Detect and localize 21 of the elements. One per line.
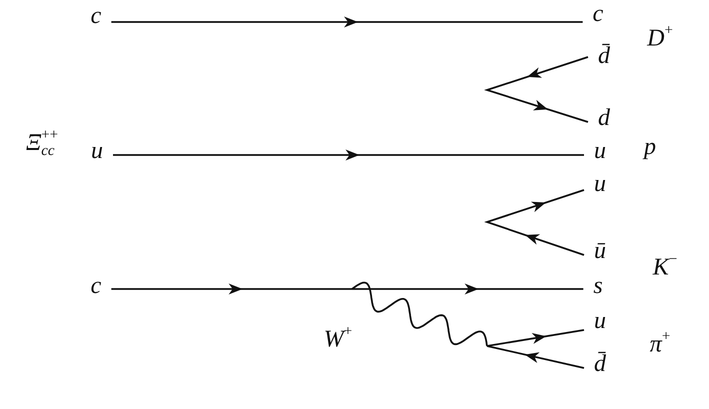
wavy-line	[351, 282, 488, 346]
quark-label: d̄	[598, 44, 610, 68]
quark-label: c	[592, 2, 604, 26]
quark-label: u	[91, 139, 103, 163]
quark-line	[484, 56, 588, 123]
particle-label: p	[644, 135, 656, 159]
quark-label: d̄	[594, 352, 606, 376]
quark-label: ū	[594, 239, 606, 263]
quark-label: u	[594, 139, 606, 163]
quark-line	[113, 150, 584, 160]
quark-label: s	[593, 274, 603, 298]
quark-line	[484, 189, 584, 256]
quark-label: u	[594, 172, 606, 196]
particle-label: D$^{+}$	[647, 23, 673, 51]
quark-label: d	[598, 106, 610, 130]
particle-label: π$^{+}$	[650, 329, 670, 357]
quark-label: c	[90, 274, 102, 298]
quark-line	[111, 284, 584, 294]
quark-label: c	[90, 4, 102, 28]
particle-label: K$^{−}$	[652, 252, 678, 280]
quark-label: u	[594, 309, 606, 333]
